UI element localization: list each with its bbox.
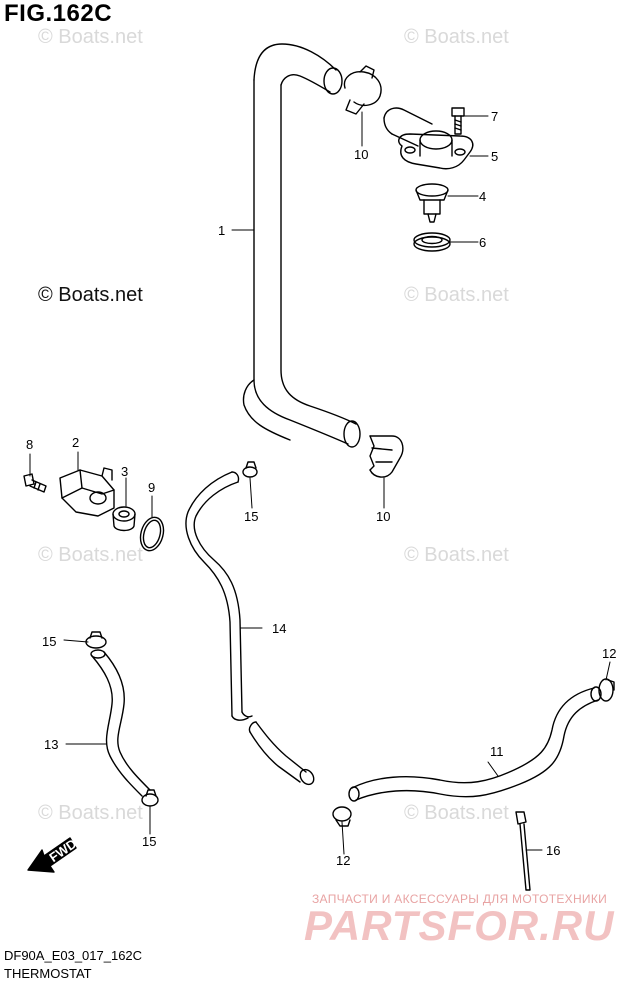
watermark: © Boats.net xyxy=(38,802,143,824)
watermark: © Boats.net xyxy=(38,26,143,48)
watermark: © Boats.net xyxy=(38,544,143,566)
valve-part-3 xyxy=(112,506,136,532)
brand-logo: PARTSFOR.RU xyxy=(304,902,615,949)
clamp-part-12-left xyxy=(332,806,352,827)
hose-part-11 xyxy=(348,686,602,802)
callout-14: 14 xyxy=(272,621,286,636)
figure-description: THERMOSTAT xyxy=(4,966,92,981)
watermark: © Boats.net xyxy=(404,544,509,566)
callout-10: 10 xyxy=(354,147,368,162)
figure-code: DF90A_E03_017_162C xyxy=(4,948,143,963)
clamp-part-12-right xyxy=(598,678,615,702)
hose-part-14 xyxy=(185,471,315,786)
clamp-part-15-left xyxy=(85,631,107,649)
callout-15: 15 xyxy=(244,509,258,524)
hose-part-1 xyxy=(242,43,361,448)
callout-4: 4 xyxy=(479,189,486,204)
brand-tagline: ЗАПЧАСТИ И АКСЕССУАРЫ ДЛЯ МОТОТЕХНИКИ xyxy=(312,892,608,906)
hose-part-13 xyxy=(90,649,151,797)
callout-1: 1 xyxy=(218,223,225,238)
callouts: 1 2 3 4 5 6 7 8 9 10 10 11 12 12 13 14 1… xyxy=(26,109,616,868)
callout-5: 5 xyxy=(491,149,498,164)
clamp-part-15-lower xyxy=(141,789,159,807)
clamp-part-10-top xyxy=(343,65,382,115)
callout-7: 7 xyxy=(491,109,498,124)
cable-tie-part-16 xyxy=(515,811,531,891)
callout-10: 10 xyxy=(376,509,390,524)
watermark: © Boats.net xyxy=(38,284,143,306)
callout-16: 16 xyxy=(546,843,560,858)
thermostat-part-4 xyxy=(415,183,449,223)
bolt-part-8 xyxy=(23,473,47,493)
callout-9: 9 xyxy=(148,480,155,495)
callout-12: 12 xyxy=(602,646,616,661)
clamp-part-15-upper xyxy=(242,461,258,478)
callout-13: 13 xyxy=(44,737,58,752)
watermark: © Boats.net xyxy=(404,802,509,824)
forward-arrow-icon xyxy=(27,837,77,873)
leader-lines xyxy=(29,111,611,855)
housing-part-2 xyxy=(59,467,115,517)
callout-15: 15 xyxy=(142,834,156,849)
callout-15: 15 xyxy=(42,634,56,649)
thermostat-cover-part-5 xyxy=(383,107,474,170)
gasket-part-6 xyxy=(413,232,451,252)
callout-12: 12 xyxy=(336,853,350,868)
callout-2: 2 xyxy=(72,435,79,450)
callout-8: 8 xyxy=(26,437,33,452)
callout-11: 11 xyxy=(490,744,504,759)
callout-3: 3 xyxy=(121,464,128,479)
watermark: © Boats.net xyxy=(404,284,509,306)
clamp-part-10-bottom xyxy=(369,435,404,478)
bolt-part-7 xyxy=(451,107,465,135)
callout-6: 6 xyxy=(479,235,486,250)
watermark: © Boats.net xyxy=(404,26,509,48)
figure-title: FIG.162C xyxy=(4,0,113,27)
o-ring-part-9 xyxy=(139,516,165,552)
